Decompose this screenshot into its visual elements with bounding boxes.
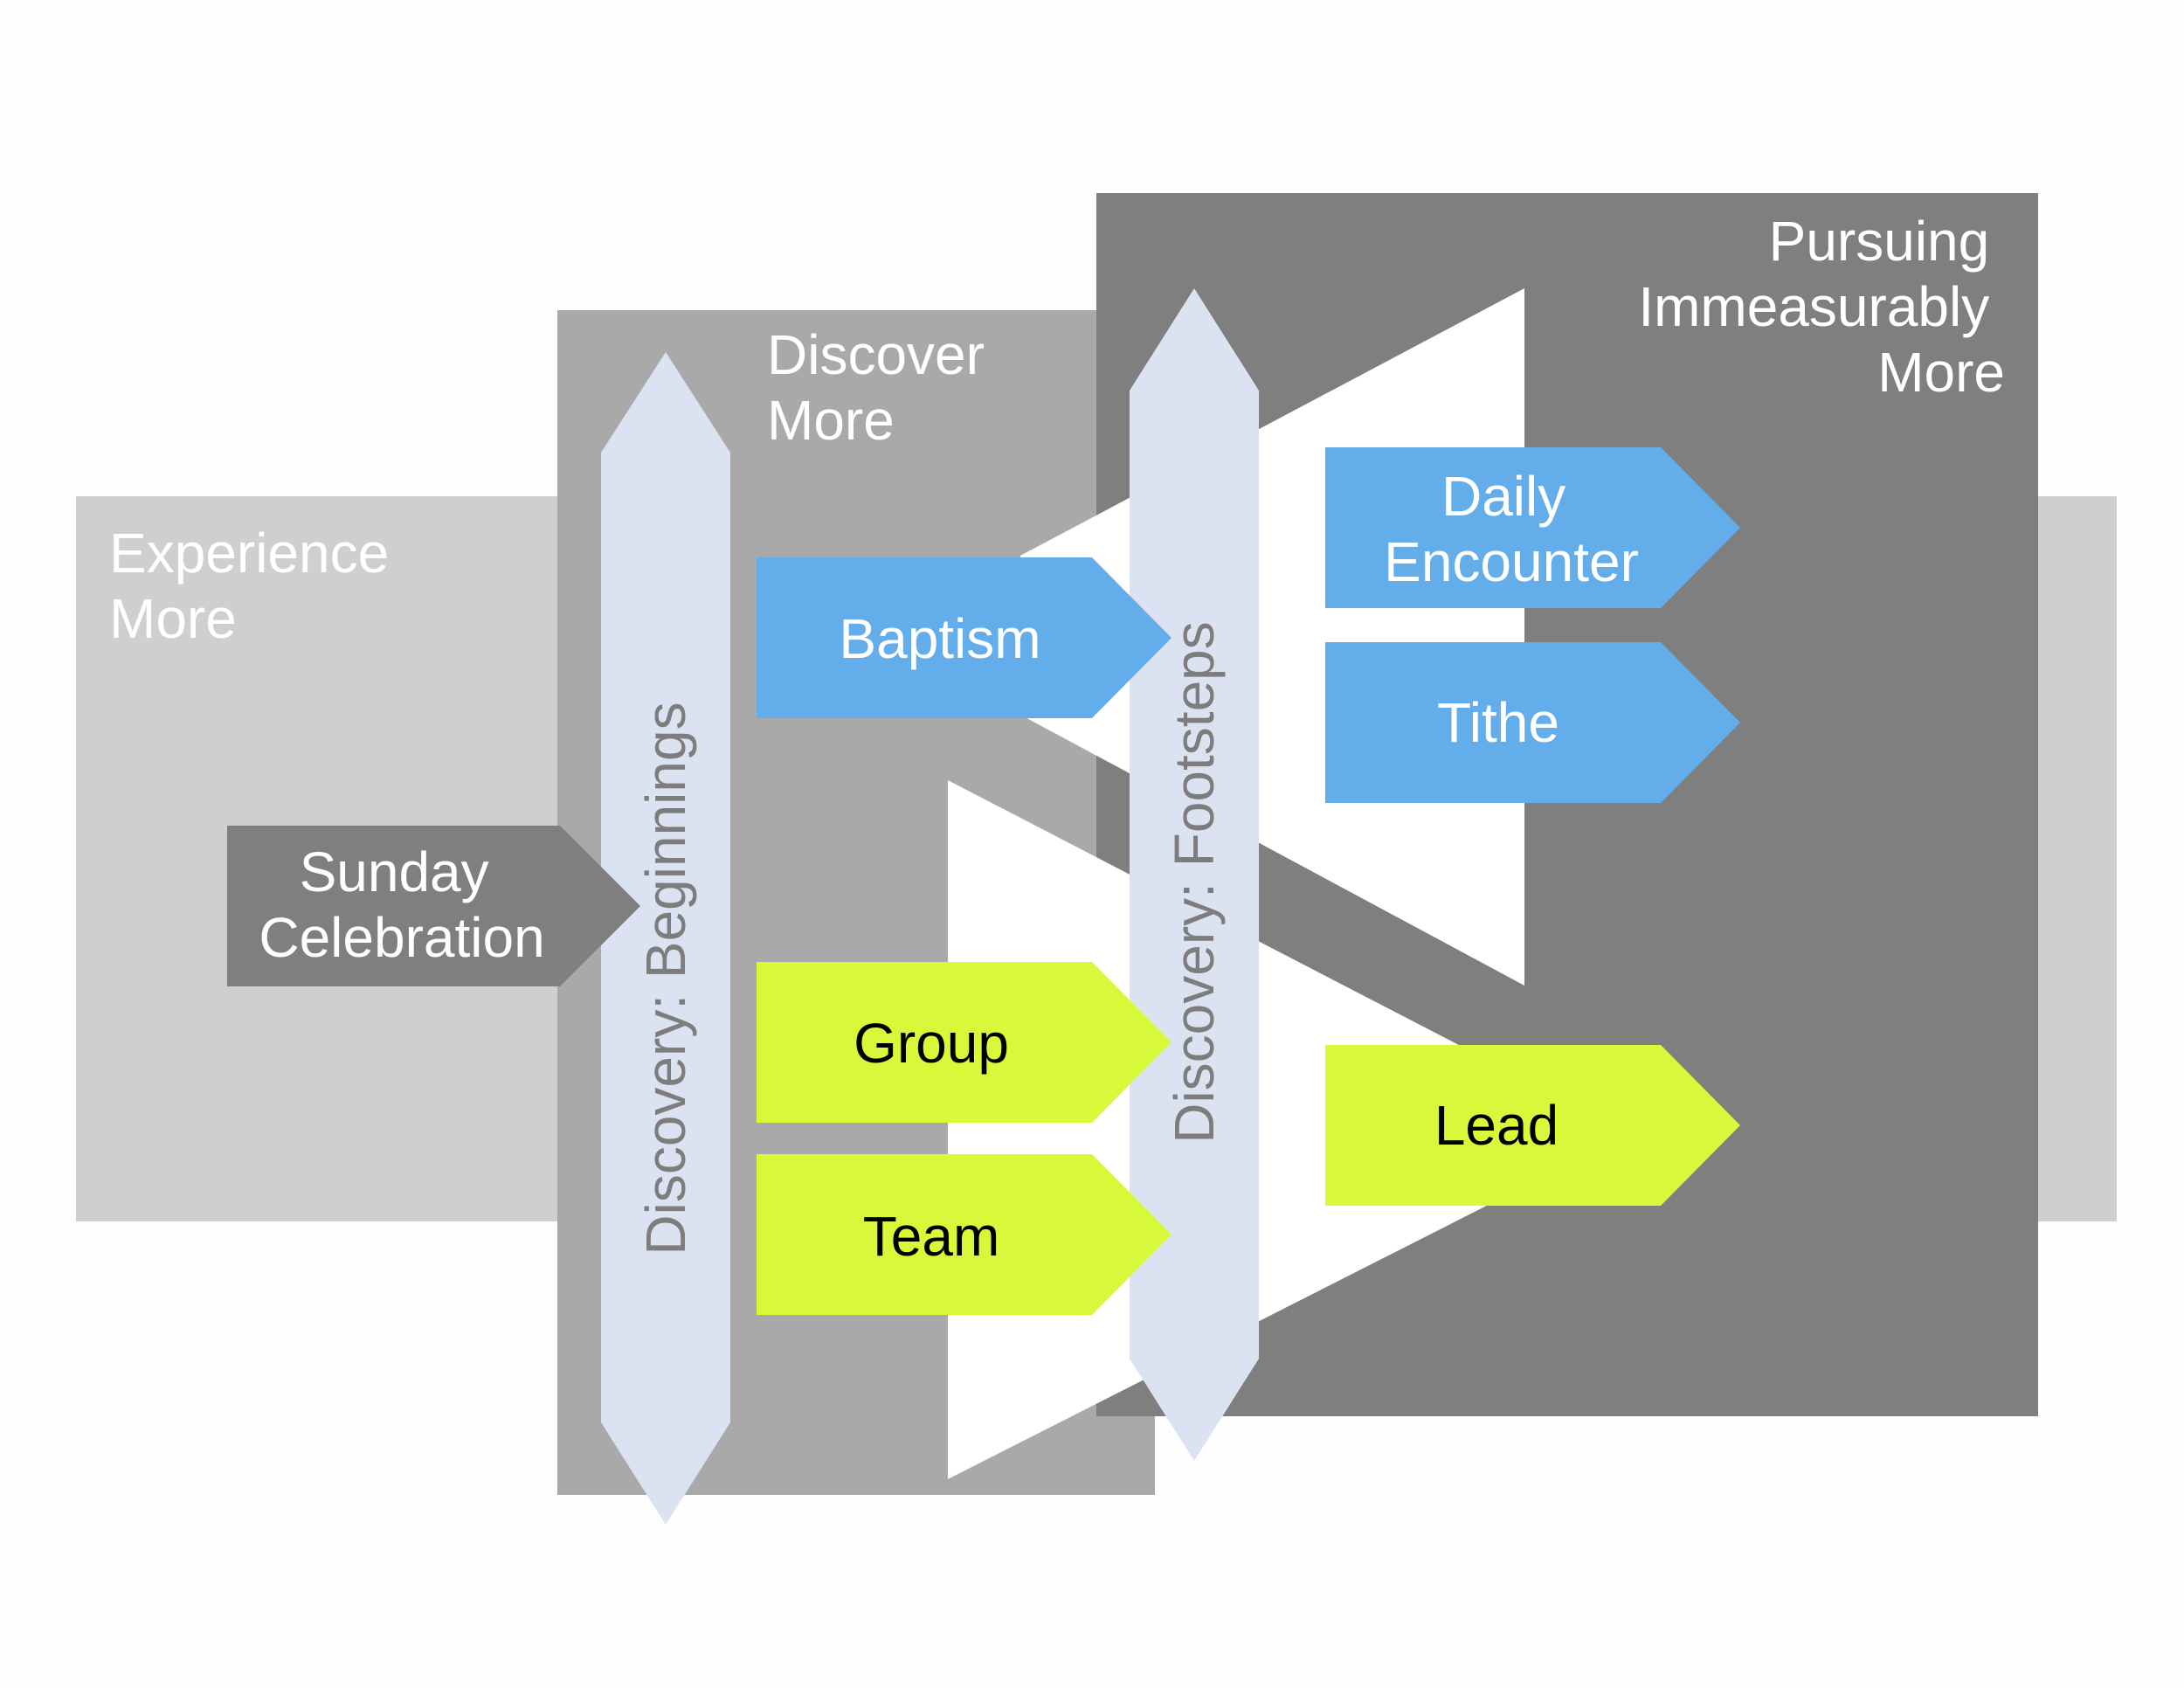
step-sunday-line2: Celebration xyxy=(259,906,544,969)
step-baptism xyxy=(757,557,1171,718)
zone-pursuing-line2: Immeasurably xyxy=(1638,275,1989,338)
step-tithe-label: Tithe xyxy=(1437,691,1559,754)
zone-discover-line1: Discover xyxy=(767,323,985,386)
step-daily-label: Daily Encounter xyxy=(1384,465,1639,593)
discovery-footsteps-label: Discovery: Footsteps xyxy=(1163,621,1226,1144)
step-sunday-label: Sunday Celebration xyxy=(259,841,544,969)
zone-pursuing-line3: More xyxy=(1877,341,2005,404)
discovery-beginnings-bar xyxy=(601,352,730,1525)
step-lead xyxy=(1325,1045,1740,1206)
zone-experience-line1: Experience xyxy=(109,522,389,585)
step-sunday-celebration xyxy=(227,826,640,986)
zone-discover-line2: More xyxy=(767,389,895,452)
step-daily-line1: Daily xyxy=(1441,465,1565,528)
step-group-label: Group xyxy=(854,1012,1009,1075)
step-team-label: Team xyxy=(863,1205,1000,1268)
discovery-footsteps-bar xyxy=(1130,288,1259,1461)
zone-pursuing-line1: Pursuing xyxy=(1769,210,1990,273)
zone-experience-label: Experience More xyxy=(109,522,404,650)
zone-discover-label: Discover More xyxy=(767,323,1000,452)
zone-pursuing-label: Pursuing Immeasurably More xyxy=(1638,210,2005,404)
zone-experience-line2: More xyxy=(109,587,237,650)
discovery-beginnings-label: Discovery: Beginnings xyxy=(634,702,697,1255)
step-lead-label: Lead xyxy=(1434,1094,1559,1157)
step-sunday-line1: Sunday xyxy=(300,841,489,903)
step-daily-line2: Encounter xyxy=(1384,530,1639,593)
step-tithe xyxy=(1325,642,1740,803)
step-team xyxy=(757,1154,1171,1315)
step-daily-encounter xyxy=(1325,447,1740,608)
step-baptism-label: Baptism xyxy=(839,607,1040,670)
step-group xyxy=(757,962,1171,1123)
